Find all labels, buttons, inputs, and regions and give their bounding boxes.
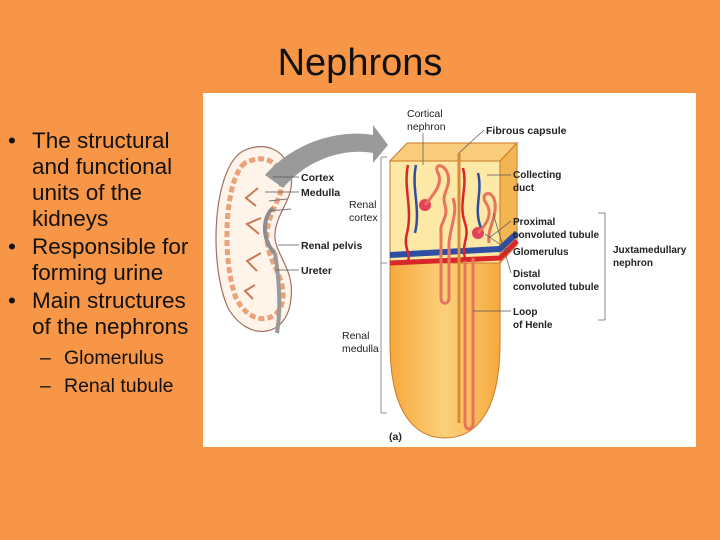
label-loop-line2: of Henle xyxy=(513,320,553,331)
sub-bullet-renal-tubule: – Renal tubule xyxy=(6,372,202,400)
zone-bracket xyxy=(381,157,387,413)
label-cortical-line2: nephron xyxy=(407,121,446,133)
label-renal-medulla-line2: medulla xyxy=(342,343,379,355)
nephron-diagram: Cortex Medulla Renal pelvis Ureter Renal… xyxy=(203,93,696,447)
label-juxta-line1: Juxtamedullary xyxy=(613,245,687,256)
dash-icon: – xyxy=(40,344,51,372)
bullet-item-structural: • The structural and functional units of… xyxy=(6,128,202,232)
label-cortical-line1: Cortical xyxy=(407,108,443,120)
label-proximal-line2: convoluted tubule xyxy=(513,230,600,241)
label-collecting-line1: Collecting xyxy=(513,170,561,181)
bullet-dot-icon: • xyxy=(8,128,16,154)
label-renal-pelvis: Renal pelvis xyxy=(301,240,362,252)
label-proximal-line1: Proximal xyxy=(513,217,555,228)
bullet-text: Main structures of the nephrons xyxy=(32,288,188,339)
slide-title: Nephrons xyxy=(0,42,720,85)
label-renal-cortex-line2: cortex xyxy=(349,212,378,224)
label-cortex: Cortex xyxy=(301,172,334,184)
bullet-item-main-structures: • Main structures of the nephrons xyxy=(6,288,202,340)
bullet-dot-icon: • xyxy=(8,288,16,314)
bullet-dot-icon: • xyxy=(8,234,16,260)
label-medulla: Medulla xyxy=(301,187,340,199)
label-juxta-line2: nephron xyxy=(613,258,653,269)
bullet-text: The structural and functional units of t… xyxy=(32,128,172,231)
label-fibrous-capsule: Fibrous capsule xyxy=(486,125,567,137)
label-distal-line1: Distal xyxy=(513,269,540,280)
bullet-item-responsible: • Responsible for forming urine xyxy=(6,234,202,286)
label-panel-a: (a) xyxy=(389,431,402,443)
renal-pyramid xyxy=(390,143,517,438)
sub-bullet-text: Renal tubule xyxy=(64,375,174,397)
label-loop-line1: Loop xyxy=(513,307,537,318)
label-renal-cortex-line1: Renal xyxy=(349,199,376,211)
sub-bullet-glomerulus: – Glomerulus xyxy=(6,344,202,372)
label-glomerulus: Glomerulus xyxy=(513,247,569,258)
bullet-list: • The structural and functional units of… xyxy=(6,128,202,400)
nephron-diagram-svg: Cortex Medulla Renal pelvis Ureter Renal… xyxy=(203,93,696,447)
sub-bullet-text: Glomerulus xyxy=(64,347,164,369)
bullet-text: Responsible for forming urine xyxy=(32,234,188,285)
label-distal-line2: convoluted tubule xyxy=(513,282,600,293)
dash-icon: – xyxy=(40,372,51,400)
label-renal-medulla-line1: Renal xyxy=(342,330,369,342)
label-collecting-line2: duct xyxy=(513,183,535,194)
label-ureter: Ureter xyxy=(301,265,332,277)
